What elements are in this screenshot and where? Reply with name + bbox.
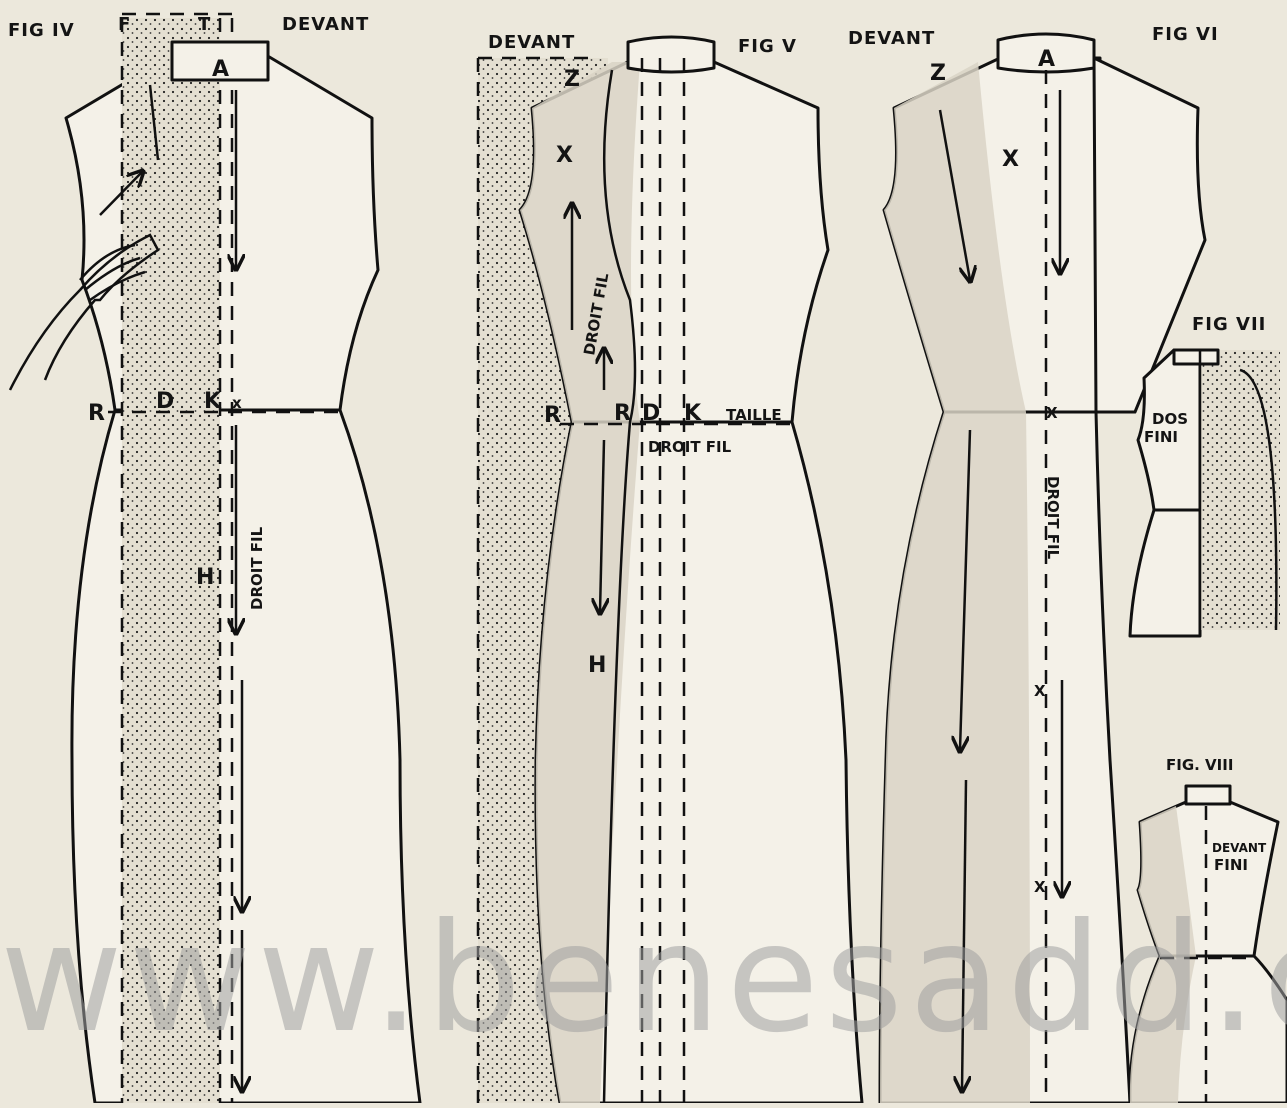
fig8-collar: [1186, 786, 1230, 804]
fig5-point-r: R: [544, 403, 561, 428]
fig7-label-line2: FINI: [1144, 428, 1178, 446]
fig5-point-r2: R: [614, 401, 631, 426]
fig4-bodice: [66, 55, 378, 410]
fig4-title: FIG IV: [8, 20, 75, 41]
fig6-point-x3: X: [1034, 682, 1046, 700]
fig4-point-h: H: [196, 565, 214, 590]
fig6-point-a: A: [1038, 47, 1055, 72]
fig4-grain-label: DROIT FIL: [248, 526, 266, 610]
fig7-collar: [1174, 350, 1218, 364]
fig5-title: FIG V: [738, 36, 797, 57]
fig5-point-h: H: [588, 653, 606, 678]
fig6-point-x2: X: [1046, 404, 1058, 422]
fig6-point-z: Z: [930, 61, 946, 86]
fig5-grain-label-skirt: DROIT FIL: [648, 438, 732, 456]
fig6-grain-label: DROIT FIL: [1044, 476, 1062, 560]
fig5-point-d: D: [642, 401, 660, 426]
fig4-point-d: D: [156, 389, 174, 414]
fig4-point-x: x: [232, 394, 242, 412]
fig5-side-label: DEVANT: [488, 32, 575, 53]
fig4-point-k: K: [204, 389, 222, 414]
fig7-label-line1: DOS: [1152, 410, 1188, 428]
fig8-title: FIG. VIII: [1166, 756, 1233, 774]
fig4-side-label: DEVANT: [282, 14, 369, 35]
fig5-point-k: K: [684, 401, 702, 426]
fig8-label-line1: DEVANT: [1212, 841, 1267, 855]
fig7-skirt: [1130, 510, 1200, 636]
fig6-side-label: DEVANT: [848, 28, 935, 49]
fig5-point-z: Z: [564, 67, 580, 92]
fig4-letter-f: F: [118, 14, 131, 35]
fig7-title: FIG VII: [1192, 314, 1266, 335]
fig4-point-a: A: [212, 57, 229, 82]
fig7-fabric: [1200, 350, 1280, 630]
fig8-label-line2: FINI: [1214, 856, 1248, 874]
watermark: www.benesadd.c.f: [0, 892, 1287, 1066]
fig6-title: FIG VI: [1152, 24, 1219, 45]
fig6-point-x: X: [1002, 147, 1019, 172]
fig4-letter-t: T: [198, 14, 211, 35]
fig5-point-x: X: [556, 143, 573, 168]
fig5-waist-label: TAILLE: [726, 406, 782, 424]
fig4-point-r: R: [88, 401, 105, 426]
